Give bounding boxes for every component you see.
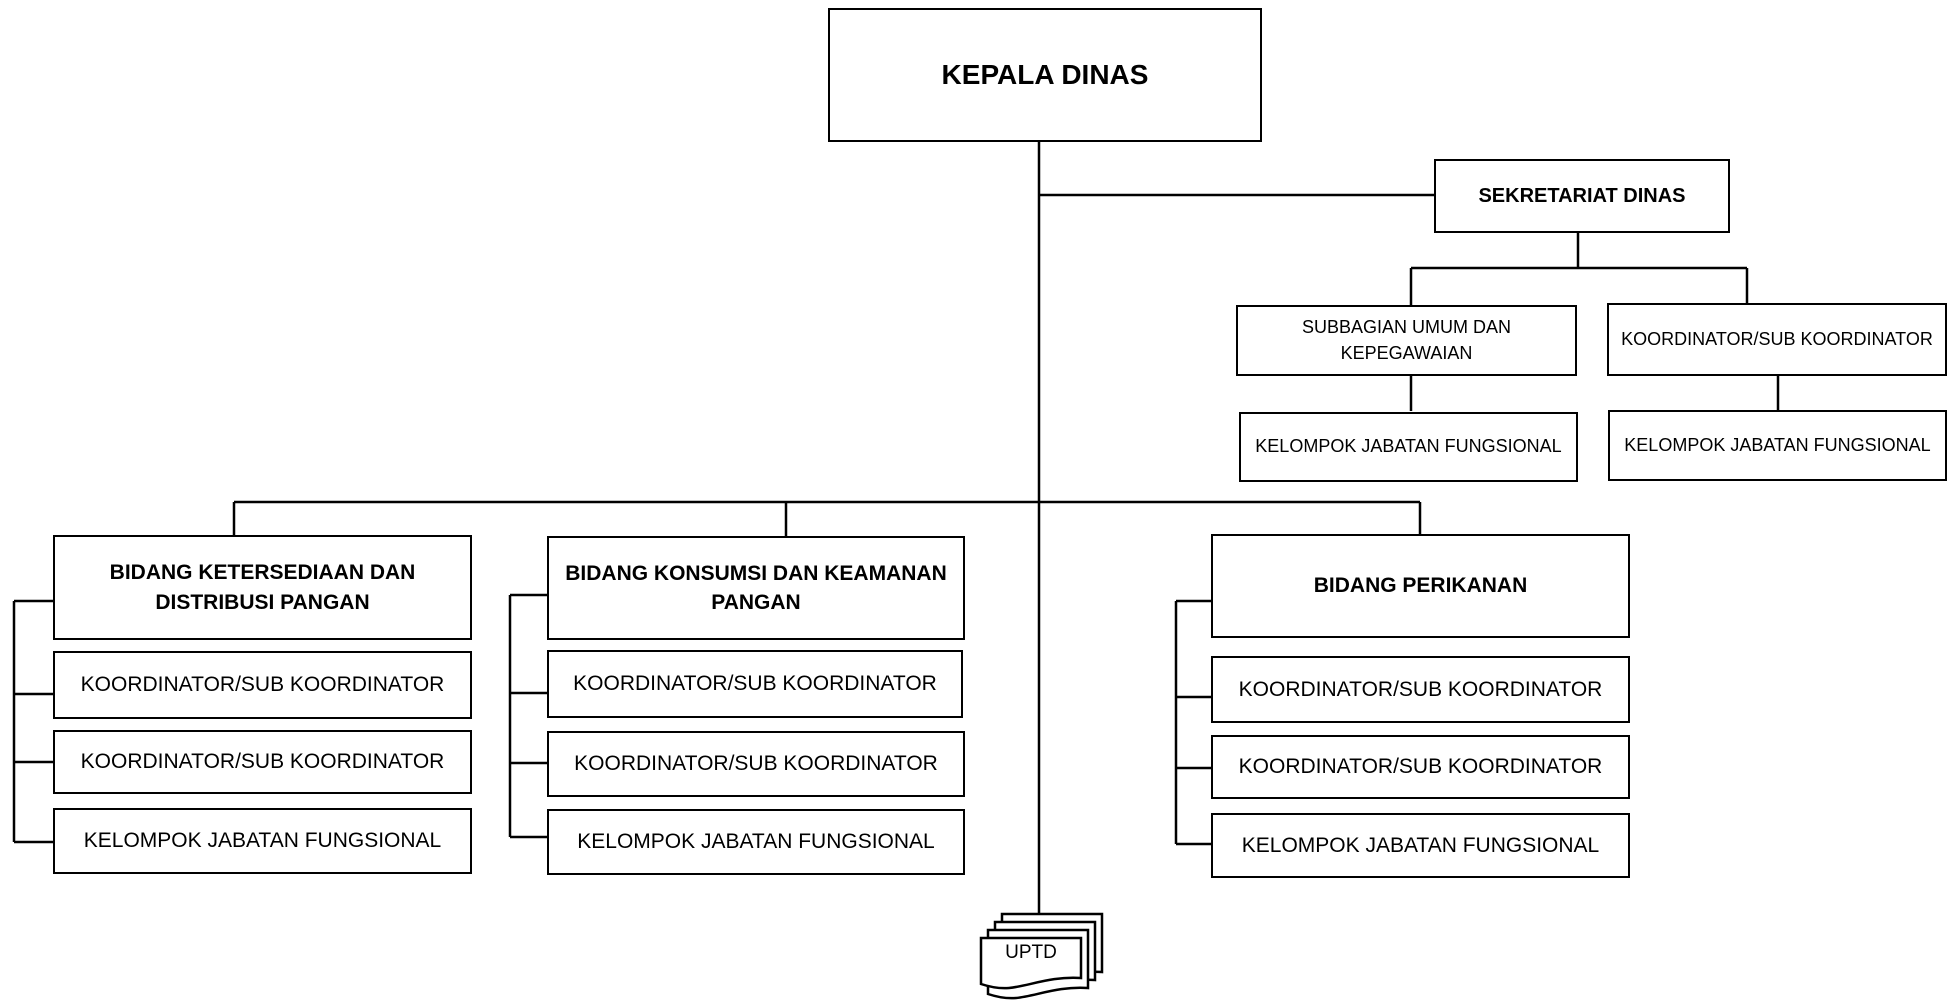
bidang-ketersediaan-box: BIDANG KETERSEDIAAN DAN DISTRIBUSI PANGA… [53,535,472,640]
bidang-konsumsi-item: KOORDINATOR/SUB KOORDINATOR [547,731,965,797]
sekretariat-koordinator-box: KOORDINATOR/SUB KOORDINATOR [1607,303,1947,376]
bidang-perikanan-item: KOORDINATOR/SUB KOORDINATOR [1211,656,1630,723]
bidang-ketersediaan-item-label: KOORDINATOR/SUB KOORDINATOR [80,673,445,697]
bidang-ketersediaan-title: BIDANG KETERSEDIAAN DAN DISTRIBUSI PANGA… [109,561,416,614]
bidang-perikanan-box: BIDANG PERIKANAN [1211,534,1630,638]
sekretariat-label: SEKRETARIAT DINAS [1478,185,1686,207]
sekretariat-kjf-right-box: KELOMPOK JABATAN FUNGSIONAL [1608,410,1947,481]
bidang-perikanan-item: KOORDINATOR/SUB KOORDINATOR [1211,735,1630,799]
bidang-ketersediaan-item-label: KOORDINATOR/SUB KOORDINATOR [80,750,445,774]
bidang-ketersediaan-item-label: KELOMPOK JABATAN FUNGSIONAL [83,829,442,853]
sekretariat-kjf-right-label: KELOMPOK JABATAN FUNGSIONAL [1624,434,1931,455]
bidang-ketersediaan-item: KOORDINATOR/SUB KOORDINATOR [53,730,472,794]
kepala-dinas-box: KEPALA DINAS [828,8,1262,142]
bidang-konsumsi-title: BIDANG KONSUMSI DAN KEAMANAN PANGAN [565,561,947,614]
bidang-perikanan-item-label: KOORDINATOR/SUB KOORDINATOR [1238,755,1603,779]
sekretariat-kjf-left-label: KELOMPOK JABATAN FUNGSIONAL [1255,436,1562,457]
bidang-konsumsi-item-label: KOORDINATOR/SUB KOORDINATOR [573,672,937,696]
sekretariat-koordinator-label: KOORDINATOR/SUB KOORDINATOR [1621,328,1933,349]
uptd-label: UPTD [1005,942,1057,963]
bidang-konsumsi-item: KOORDINATOR/SUB KOORDINATOR [547,650,963,718]
bidang-perikanan-item-label: KELOMPOK JABATAN FUNGSIONAL [1241,833,1600,857]
sekretariat-box: SEKRETARIAT DINAS [1434,159,1730,233]
bidang-ketersediaan-item: KELOMPOK JABATAN FUNGSIONAL [53,808,472,874]
sekretariat-kjf-left-box: KELOMPOK JABATAN FUNGSIONAL [1239,412,1578,482]
subbagian-box: SUBBAGIAN UMUM DAN KEPEGAWAIAN [1236,305,1577,376]
kepala-dinas-label: KEPALA DINAS [941,59,1149,91]
bidang-konsumsi-item: KELOMPOK JABATAN FUNGSIONAL [547,809,965,875]
bidang-perikanan-item: KELOMPOK JABATAN FUNGSIONAL [1211,813,1630,878]
bidang-perikanan-title: BIDANG PERIKANAN [1313,574,1528,598]
subbagian-label: SUBBAGIAN UMUM DAN KEPEGAWAIAN [1301,317,1512,363]
bidang-perikanan-item-label: KOORDINATOR/SUB KOORDINATOR [1238,677,1603,701]
bidang-konsumsi-item-label: KELOMPOK JABATAN FUNGSIONAL [577,830,935,854]
bidang-ketersediaan-item: KOORDINATOR/SUB KOORDINATOR [53,651,472,719]
bidang-konsumsi-box: BIDANG KONSUMSI DAN KEAMANAN PANGAN [547,536,965,640]
bidang-konsumsi-item-label: KOORDINATOR/SUB KOORDINATOR [574,752,938,776]
